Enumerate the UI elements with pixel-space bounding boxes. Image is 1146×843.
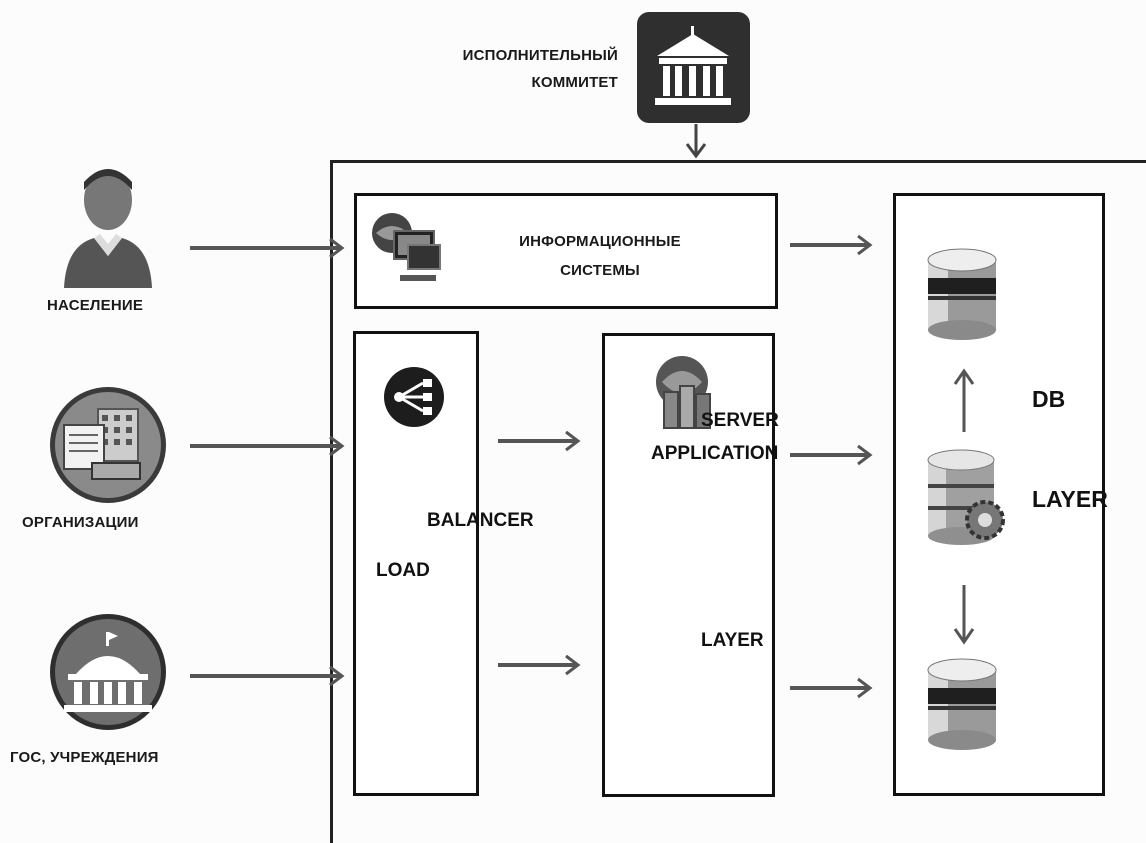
arrow-right-icon [790, 444, 873, 466]
server-label: SERVER [701, 410, 779, 432]
information-systems-line1: ИНФОРМАЦИОННЫЕ [519, 233, 681, 250]
computer-network-icon [368, 205, 444, 289]
layer-label: LAYER [701, 630, 764, 652]
down-arrow-icon [953, 585, 975, 645]
gov-institutions-label: ГОС, УЧРЕЖДЕНИЯ [10, 749, 159, 766]
load-label: LOAD [376, 560, 430, 582]
server-word: SERVER [701, 410, 779, 432]
db-word: DB [1032, 386, 1066, 412]
organizations-label: ОРГАНИЗАЦИИ [22, 514, 139, 531]
balancer-word: BALANCER [427, 510, 534, 531]
executive-label-line1: ИСПОЛНИТЕЛЬНЫЙ [462, 47, 618, 64]
arrow-right-icon [190, 435, 345, 457]
person-icon [60, 160, 156, 290]
information-systems-label: ИНФОРМАЦИОННЫЕ СИСТЕМЫ [465, 224, 735, 283]
db-layer-label: LAYER [1032, 484, 1108, 514]
load-balancer-icon [383, 366, 445, 428]
application-word: APPLICATION [651, 443, 778, 465]
executive-label-line2: КОММИТЕТ [531, 74, 618, 91]
information-systems-line2: СИСТЕМЫ [560, 262, 640, 279]
government-building-icon [637, 12, 750, 123]
institution-icon [48, 612, 168, 732]
down-arrow-icon [685, 124, 707, 159]
arrow-right-icon [790, 234, 873, 256]
system-boundary [330, 160, 1146, 843]
arrow-right-icon [190, 665, 345, 687]
arrow-right-icon [498, 430, 581, 452]
executive-committee-label: ИСПОЛНИТЕЛЬНЫЙ КОММИТЕТ [410, 42, 618, 96]
population-label: НАСЕЛЕНИЕ [47, 297, 144, 314]
application-label: APPLICATION [651, 443, 778, 465]
database-icon [927, 658, 997, 750]
database-settings-icon [927, 449, 1005, 545]
arrow-right-icon [190, 237, 345, 259]
arrow-right-icon [498, 654, 581, 676]
layer-word: LAYER [701, 630, 764, 652]
balancer-label: BALANCER [427, 510, 534, 532]
db-label: DB [1032, 384, 1066, 414]
database-icon [927, 248, 997, 340]
arrow-right-icon [790, 677, 873, 699]
up-arrow-icon [953, 368, 975, 432]
db-layer-word: LAYER [1032, 484, 1108, 514]
server-cluster-icon [652, 352, 714, 434]
load-word: LOAD [376, 560, 430, 582]
organization-icon [48, 385, 168, 505]
